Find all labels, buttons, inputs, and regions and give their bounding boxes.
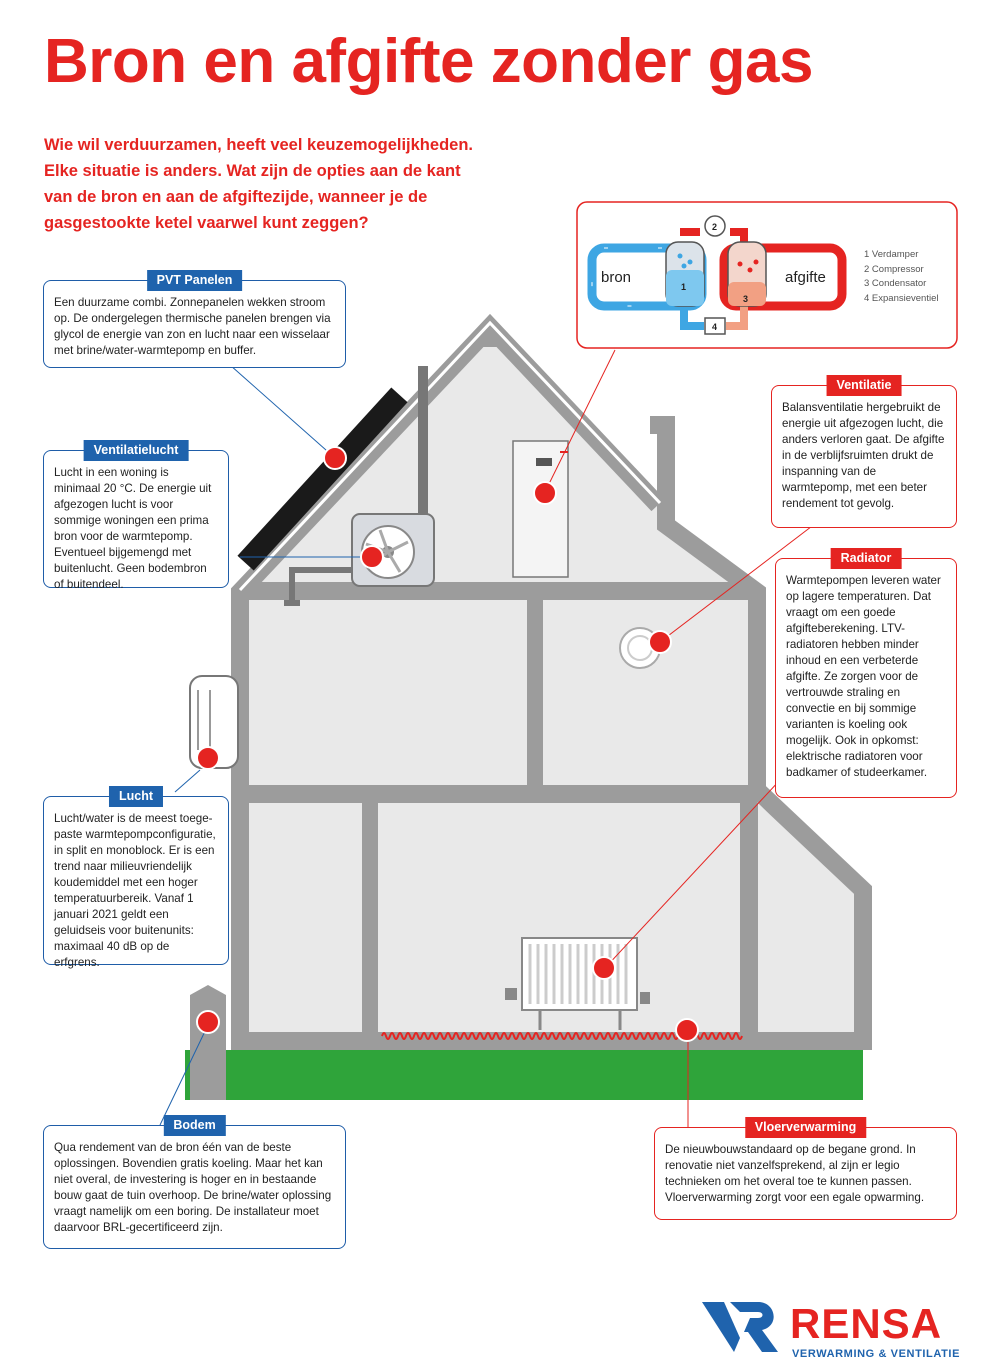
ground-source-pole (190, 985, 226, 1100)
ventilation-duct (418, 366, 428, 526)
diagram-number: 3 (743, 294, 748, 304)
callout-text: Balansventilatie hergebruikt de energie … (782, 401, 945, 510)
hotspots (196, 446, 699, 1042)
callout-text: Warmtepompen leveren water op lagere tem… (786, 574, 941, 779)
callout-label: Ventilatielucht (83, 440, 189, 461)
grass-ground (185, 1050, 863, 1100)
legend-item: 1 Verdamper (864, 249, 919, 260)
callout-pvt-panelen: PVT Panelen Een duurzame combi. Zonnepan… (43, 270, 346, 368)
callout-label: Lucht (108, 786, 164, 807)
legend-item: 4 Expansieventiel (864, 292, 939, 304)
intro-line: van de bron en aan de afgiftezijde, wann… (44, 188, 428, 206)
intro-line: gasgestookte ketel vaarwel kunt zeggen? (44, 214, 369, 232)
callout-text: Lucht in een woning is minimaal 20 °C. D… (54, 466, 212, 591)
pvt-panel (237, 387, 408, 571)
callout-text: Lucht/water is de meest toege-paste warm… (54, 812, 216, 969)
callout-label: Vloerverwarming (744, 1117, 867, 1138)
callout-ventilatie: Ventilatie Balansventilatie hergebruikt … (771, 375, 957, 528)
diagram-number: 2 (712, 222, 717, 232)
callout-text: De nieuwbouwstandaard op de begane grond… (665, 1143, 925, 1204)
diagram-number: 4 (712, 322, 717, 332)
callout-text: Qua rendement van de bron één van de bes… (54, 1141, 332, 1234)
brand-name: RENSA (790, 1300, 943, 1347)
callout-label: PVT Panelen (146, 270, 243, 291)
house-frame (231, 313, 872, 1050)
page-title: Bron en afgifte zonder gas (44, 27, 813, 96)
callout-text: Een duurzame combi. Zonnepanelen wekken … (54, 296, 331, 357)
legend-item: 3 Condensator (864, 278, 927, 289)
callout-lucht: Lucht Lucht/water is de meest toege-past… (43, 786, 229, 969)
intro-line: Elke situatie is anders. Wat zijn de opt… (44, 162, 461, 180)
callout-ventilatielucht: Ventilatielucht Lucht in een woning is m… (43, 440, 229, 591)
callout-bodem: Bodem Qua rendement van de bron één van … (43, 1115, 346, 1249)
diagram-legend: 1 Verdamper 2 Compressor 3 Condensator 4… (864, 248, 938, 306)
diagram-label-afgifte: afgifte (785, 269, 826, 286)
diagram-number: 1 (681, 282, 686, 292)
callout-radiator: Radiator Warmtepompen leveren water op l… (775, 548, 957, 798)
callout-vloerverwarming: Vloerverwarming De nieuwbouwstandaard op… (654, 1117, 957, 1220)
rensa-logo-icon (702, 1302, 778, 1352)
heat-pump-cycle-diagram (576, 201, 958, 349)
callout-label: Ventilatie (826, 375, 902, 396)
legend-item: 2 Compressor (864, 263, 924, 275)
callout-leaders (159, 349, 821, 1128)
callout-label: Radiator (830, 548, 902, 569)
diagram-label-bron: bron (601, 269, 631, 286)
intro-line: Wie wil verduurzamen, heeft veel keuzemo… (44, 136, 473, 154)
callout-label: Bodem (163, 1115, 226, 1136)
brand-tagline: VERWARMING & VENTILATIE (792, 1348, 961, 1360)
intro-text: Wie wil verduurzamen, heeft veel keuzemo… (44, 132, 524, 236)
